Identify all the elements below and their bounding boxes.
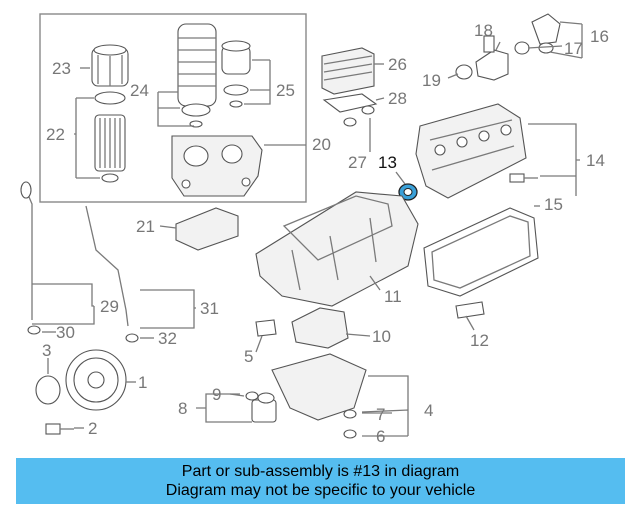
drain-plug-part[interactable]	[343, 409, 357, 419]
callout-32: 32	[158, 329, 177, 348]
callout-20: 20	[312, 135, 331, 154]
pulley-bolt-part[interactable]	[45, 423, 74, 435]
callout-numbers: 23 22 24 25 20 26 28 27 13 19 18 16 17 1…	[42, 21, 609, 446]
oil-cooler-part[interactable]	[321, 47, 375, 95]
filter-element-part[interactable]	[94, 91, 126, 183]
dipstick-ring-part[interactable]	[27, 325, 41, 335]
upper-oil-pan-part[interactable]	[255, 191, 419, 307]
callout-25: 25	[276, 81, 295, 100]
callout-3: 3	[42, 341, 51, 360]
washer-part[interactable]	[343, 429, 357, 439]
seal-strip-part[interactable]	[455, 301, 485, 319]
dipstick-tube-part[interactable]	[85, 205, 129, 327]
lower-oil-pan-part[interactable]	[271, 353, 367, 421]
filter-inset-box	[39, 13, 307, 203]
callout-18: 18	[474, 21, 493, 40]
crank-pulley-part[interactable]	[65, 349, 127, 411]
cooler-gasket-part[interactable]	[322, 93, 378, 113]
bracket-part[interactable]	[255, 319, 277, 337]
callout-15: 15	[544, 195, 563, 214]
callout-24: 24	[130, 81, 149, 100]
callout-11: 11	[384, 287, 402, 306]
baffle-plate-part[interactable]	[175, 207, 239, 251]
callout-9: 9	[212, 385, 221, 404]
callout-26: 26	[388, 55, 407, 74]
callout-30: 30	[56, 323, 75, 342]
callout-16: 16	[590, 27, 609, 46]
callout-31: 31	[200, 299, 219, 318]
callout-6: 6	[376, 427, 385, 446]
callout-2: 2	[88, 419, 97, 438]
callout-28: 28	[388, 89, 407, 108]
filter-cap-part[interactable]	[91, 44, 129, 87]
valve-cover-gasket-part[interactable]	[423, 207, 539, 297]
callout-27: 27	[348, 153, 367, 172]
info-banner: Part or sub-assembly is #13 in diagram D…	[16, 458, 625, 504]
parts-diagram: 23 22 24 25 20 26 28 27 13 19 18 16 17 1…	[20, 13, 609, 446]
valve-cover-part[interactable]	[415, 103, 527, 199]
callout-4: 4	[424, 401, 433, 420]
callout-13: 13	[378, 153, 397, 172]
callout-19: 19	[422, 71, 441, 90]
oil-cooler-stack-part[interactable]	[177, 23, 217, 128]
crank-seal-part[interactable]	[35, 375, 61, 405]
dipstick-part[interactable]	[25, 189, 33, 320]
callout-21: 21	[136, 217, 155, 236]
callout-5: 5	[244, 347, 253, 366]
highlighted-part-13[interactable]	[398, 183, 418, 201]
callout-1: 1	[138, 373, 147, 392]
callout-23: 23	[52, 59, 71, 78]
o-ring-27-a[interactable]	[343, 117, 357, 127]
valve-cover-bolt-part[interactable]	[509, 173, 538, 183]
callout-17: 17	[564, 39, 583, 58]
callout-10: 10	[372, 327, 391, 346]
o-ring-27-b[interactable]	[361, 105, 375, 115]
callout-12: 12	[470, 331, 489, 350]
callout-14: 14	[586, 151, 605, 170]
tube-ring-part[interactable]	[125, 333, 139, 343]
oil-level-sensor-part[interactable]	[245, 391, 277, 423]
leader-lines	[32, 21, 583, 437]
banner-line-1: Part or sub-assembly is #13 in diagram	[181, 463, 460, 480]
thermostat-housing-part[interactable]	[455, 35, 530, 81]
callout-7: 7	[376, 405, 385, 424]
filter-housing-part[interactable]	[171, 135, 263, 197]
callout-8: 8	[178, 399, 187, 418]
callout-29: 29	[100, 297, 119, 316]
banner-line-2: Diagram may not be specific to your vehi…	[165, 482, 476, 499]
housing-cap-part[interactable]	[221, 40, 251, 108]
callout-22: 22	[46, 125, 65, 144]
oil-pump-part[interactable]	[291, 307, 349, 349]
